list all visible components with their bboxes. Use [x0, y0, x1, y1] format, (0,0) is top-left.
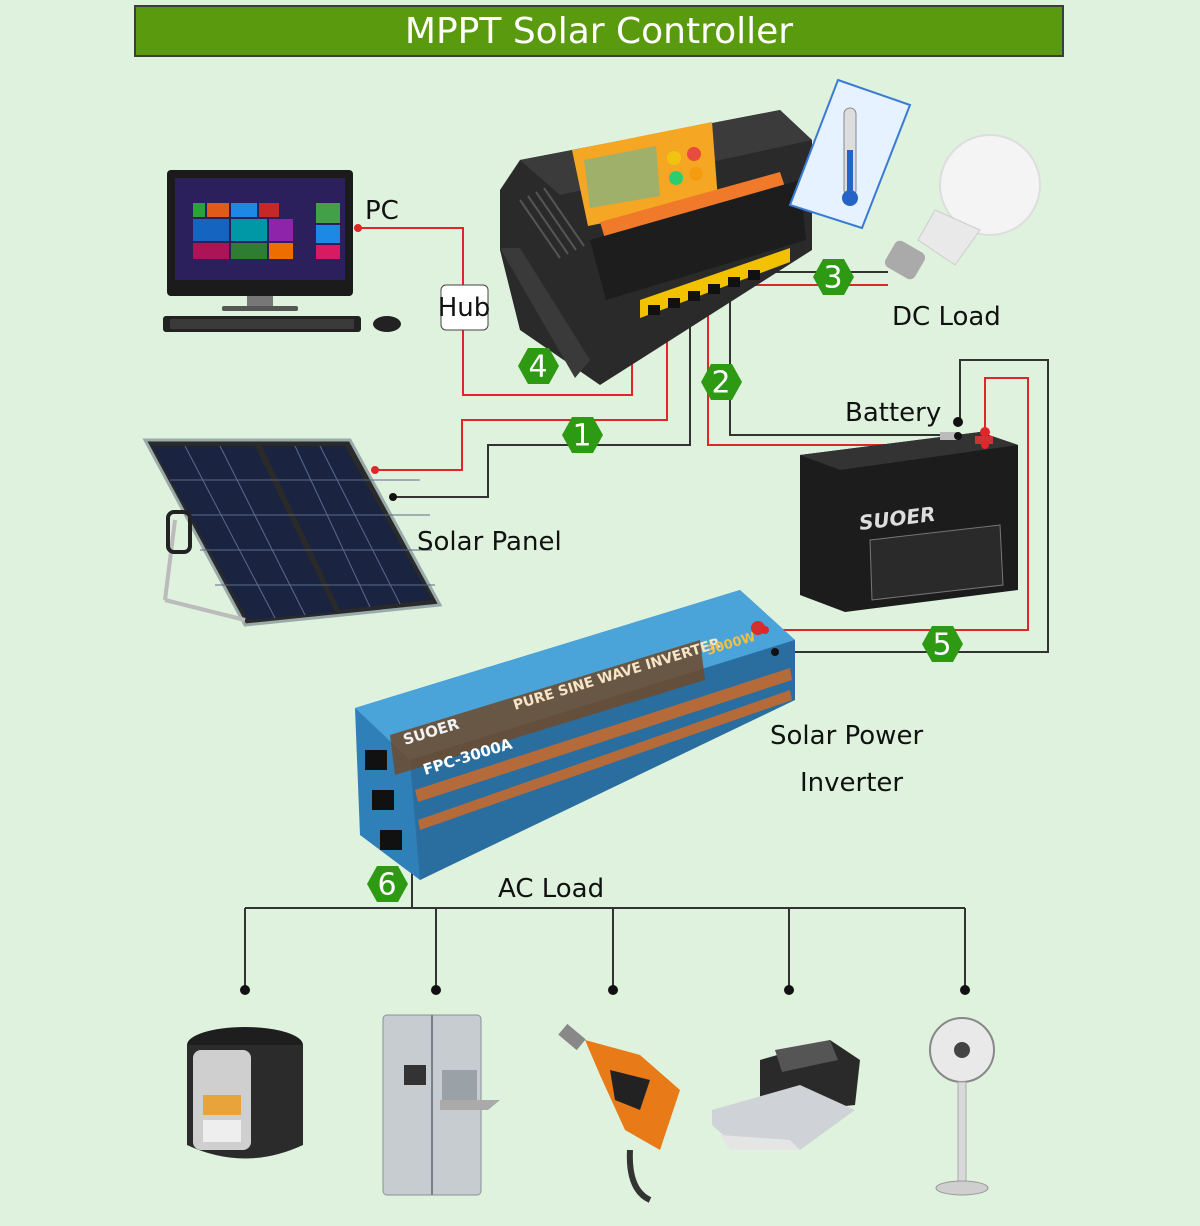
badge-6-text: 6 [377, 868, 396, 903]
connection-badge-4: 4 [518, 348, 559, 385]
badge-5-text: 5 [932, 628, 951, 663]
badge-1-text: 1 [572, 419, 591, 454]
connection-badge-1: 1 [562, 417, 603, 454]
battery-positive-dot [980, 427, 990, 437]
solar-positive-wire [375, 312, 668, 471]
refrigerator-illustration [382, 1014, 500, 1196]
printer-illustration [712, 1040, 860, 1150]
mppt-controller-illustration [500, 110, 812, 385]
ac-node-1 [240, 985, 250, 995]
pc-port-dot [354, 224, 362, 232]
battery-illustration: SUOER [800, 432, 1018, 612]
power-drill-illustration [558, 1023, 680, 1203]
connection-badge-5: 5 [922, 626, 963, 663]
title-banner: MPPT Solar Controller [134, 5, 1064, 57]
ac-node-2 [431, 985, 441, 995]
inverter-label-line2: Inverter [800, 768, 903, 798]
badge-3-text: 3 [823, 261, 842, 296]
solar-negative-wire [393, 300, 691, 498]
hub-label: Hub [438, 293, 491, 323]
inverter-label-line1: Solar Power [770, 721, 923, 751]
ac-node-4 [784, 985, 794, 995]
inverter-positive-dot [761, 626, 769, 634]
pc-illustration [163, 170, 401, 332]
battery-neg-term [954, 432, 962, 440]
connection-badge-3: 3 [813, 259, 854, 296]
light-bulb-illustration [884, 134, 1041, 280]
dc-load-label: DC Load [892, 302, 1001, 332]
battery-negative-wire [729, 300, 958, 436]
badge-4-text: 4 [528, 350, 547, 385]
battery-negative-dot [953, 417, 963, 427]
solar-panel-label: Solar Panel [417, 527, 562, 557]
ac-node-3 [608, 985, 618, 995]
inverter-negative-dot [771, 648, 779, 656]
hub-box [440, 284, 489, 331]
connection-badge-6: 6 [367, 866, 408, 903]
pc-label: PC [365, 196, 399, 226]
pc-hub-wire [358, 227, 633, 396]
battery-pos-term [981, 441, 989, 449]
ac-node-5 [960, 985, 970, 995]
solar-panel-illustration [142, 438, 443, 627]
battery-label: Battery [845, 398, 941, 428]
rice-cooker-illustration [187, 1027, 303, 1159]
ac-load-label: AC Load [498, 874, 604, 904]
connection-badge-2: 2 [701, 364, 742, 401]
thermometer-illustration [788, 78, 912, 230]
inverter-illustration: SUOER FPC-3000A PURE SINE WAVE INVERTER … [355, 590, 795, 880]
solar-negative-dot [389, 493, 397, 501]
standing-fan-illustration [929, 1017, 995, 1196]
badge-2-text: 2 [711, 366, 730, 401]
solar-positive-dot [371, 466, 379, 474]
page-title: MPPT Solar Controller [404, 10, 794, 52]
